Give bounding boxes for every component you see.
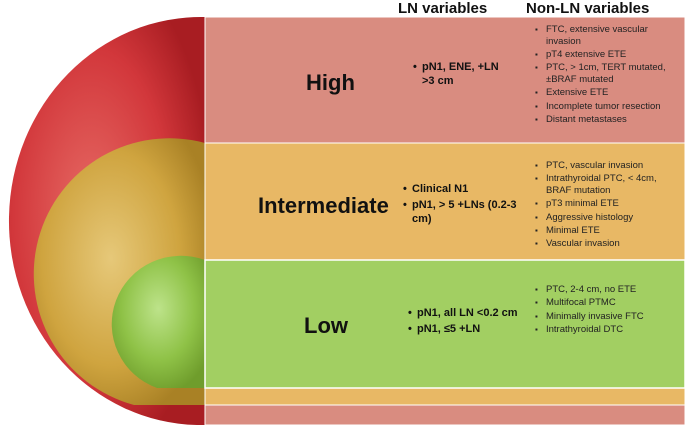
list-item: Intrathyroidal PTC, < 4cm, BRAF mutation [534, 173, 684, 197]
low-ln-list: pN1, all LN <0.2 cm pN1, ≤5 +LN [408, 306, 528, 338]
list-item: pT4 extensive ETE [534, 49, 684, 61]
list-item: pN1, > 5 +LNs (0.2-3 cm) [403, 198, 533, 226]
list-item: FTC, extensive vascular invasion [534, 24, 684, 48]
list-item: pT3 minimal ETE [534, 198, 684, 210]
list-item: Distant metastases [534, 114, 684, 126]
list-item: Minimal ETE [534, 225, 684, 237]
high-ln-list: pN1, ENE, +LN >3 cm [413, 60, 503, 90]
list-item: Incomplete tumor resection [534, 101, 684, 113]
tier-label-intermediate: Intermediate [258, 193, 389, 218]
tier-label-low: Low [304, 313, 348, 338]
tier-label-high: High [306, 70, 355, 95]
low-non-ln-list: PTC, 2-4 cm, no ETE Multifocal PTMC Mini… [534, 284, 684, 337]
list-item: pN1, all LN <0.2 cm [408, 306, 528, 320]
list-item: Vascular invasion [534, 238, 684, 250]
list-item: Intrathyroidal DTC [534, 324, 684, 336]
list-item: PTC, 2-4 cm, no ETE [534, 284, 684, 296]
list-item: Aggressive histology [534, 212, 684, 224]
ln-variables-header: LN variables [398, 0, 488, 17]
intermediate-non-ln-list: PTC, vascular invasion Intrathyroidal PT… [534, 160, 684, 252]
intermediate-ln-list: Clinical N1 pN1, > 5 +LNs (0.2-3 cm) [403, 182, 533, 228]
list-item: Clinical N1 [403, 182, 533, 196]
list-item: pN1, ≤5 +LN [408, 322, 528, 336]
low-arc [111, 255, 205, 388]
list-item: Extensive ETE [534, 87, 684, 99]
list-item: Minimally invasive FTC [534, 311, 684, 323]
high-non-ln-list: FTC, extensive vascular invasion pT4 ext… [534, 24, 684, 127]
list-item: pN1, ENE, +LN >3 cm [413, 60, 503, 88]
non-ln-variables-header: Non-LN variables [526, 0, 650, 17]
list-item: PTC, > 1cm, TERT mutated, ±BRAF mutated [534, 62, 684, 86]
list-item: Multifocal PTMC [534, 297, 684, 309]
list-item: PTC, vascular invasion [534, 160, 684, 172]
